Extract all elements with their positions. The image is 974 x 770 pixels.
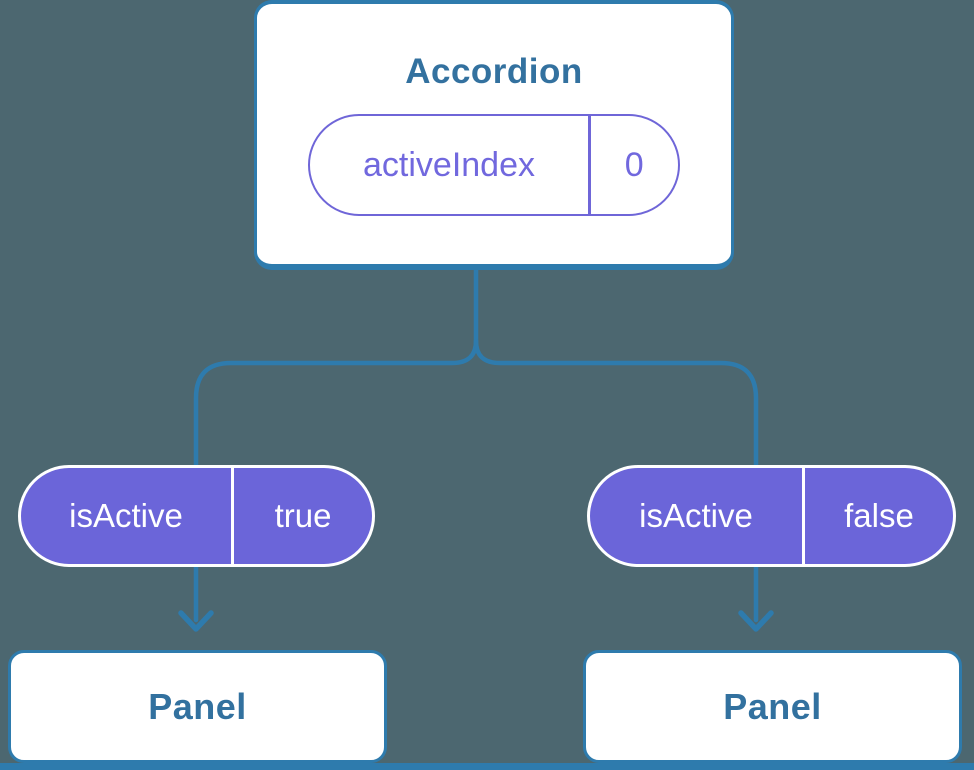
pill-divider — [588, 116, 591, 214]
prop-name-label: isActive — [69, 497, 183, 534]
panel-title: Panel — [148, 685, 247, 727]
prop-value-label: true — [274, 497, 332, 534]
is-active-true-pill: isActive true — [18, 465, 375, 567]
baseline-bar — [0, 763, 974, 770]
is-active-false-pill: isActive false — [587, 465, 956, 567]
accordion-title: Accordion — [405, 52, 583, 91]
panel-component-box-left: Panel — [8, 650, 387, 763]
prop-name-label: isActive — [639, 497, 753, 534]
panel-title: Panel — [723, 685, 822, 727]
branch-left-line — [193, 338, 479, 623]
active-index-state-pill: activeIndex 0 — [308, 114, 680, 216]
pill-divider — [802, 468, 805, 564]
arrow-down-icon — [178, 610, 214, 632]
pill-divider — [231, 468, 234, 564]
panel-component-box-right: Panel — [583, 650, 962, 763]
arrow-down-icon — [738, 610, 774, 632]
state-name-label: activeIndex — [363, 145, 535, 184]
state-value-label: 0 — [624, 145, 644, 184]
accordion-component-box: Accordion activeIndex 0 — [254, 0, 734, 270]
prop-value-label: false — [844, 497, 914, 534]
branch-right-line — [473, 338, 759, 623]
